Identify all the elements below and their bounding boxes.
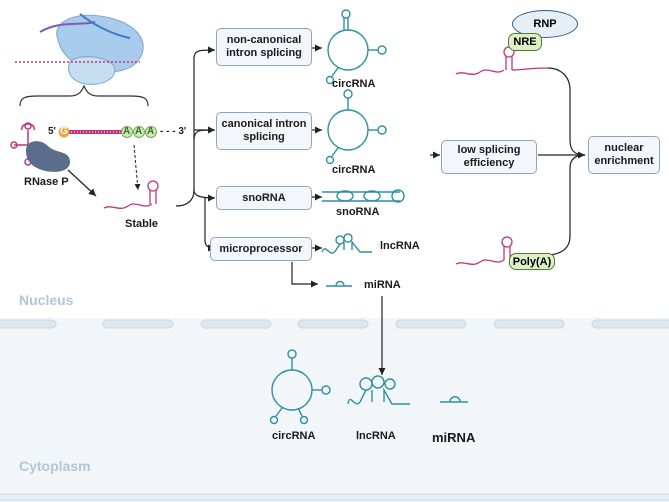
nre-tag: NRE xyxy=(508,33,542,51)
bracket xyxy=(19,84,149,107)
snorna-icon xyxy=(322,189,405,203)
circrna-icon-1 xyxy=(325,9,387,85)
cyto-circrna-icon xyxy=(269,349,331,425)
seq-a-1: A xyxy=(123,126,131,137)
nre-hairpin-icon xyxy=(455,46,549,75)
seq-five-prime: 5' xyxy=(48,126,56,137)
circrna-icon-2 xyxy=(325,89,387,165)
seq-g: G xyxy=(60,126,68,137)
stable-label: Stable xyxy=(125,218,159,230)
cytoplasm-label: Cytoplasm xyxy=(19,458,91,474)
polya-tag: Poly(A) xyxy=(509,253,555,270)
lncrna-label: lncRNA xyxy=(380,240,420,252)
circrna-label-2: circRNA xyxy=(332,164,376,176)
stable-hairpin-icon xyxy=(103,180,159,209)
cyto-circrna-label: circRNA xyxy=(272,430,316,442)
cyto-lncrna-icon xyxy=(347,375,410,405)
noncanonical-splicing-box: non-canonical intron splicing xyxy=(216,28,312,66)
circrna-label-1: circRNA xyxy=(332,78,376,90)
low-splicing-box: low splicing efficiency xyxy=(441,140,537,174)
canonical-splicing-box: canonical intron splicing xyxy=(216,112,312,150)
cytoplasm-region xyxy=(0,318,669,502)
mirna-label: miRNA xyxy=(364,279,401,291)
snorna-label: snoRNA xyxy=(336,206,380,218)
cyto-mirna-label: miRNA xyxy=(432,430,476,445)
rnase-p-icon xyxy=(26,141,70,172)
rnase-p-label: RNase P xyxy=(24,176,69,188)
seq-a-2: A xyxy=(135,126,143,137)
precursor-sequence xyxy=(58,126,157,138)
nucleus-label: Nucleus xyxy=(19,292,74,308)
seq-three-prime: - - - 3' xyxy=(160,126,187,137)
snorna-box: snoRNA xyxy=(216,186,312,210)
nuclear-enrichment-box: nuclear enrichment xyxy=(588,136,660,174)
mirna-icon xyxy=(326,280,352,287)
cyto-lncrna-label: lncRNA xyxy=(356,430,396,442)
polya-hairpin-icon xyxy=(455,236,513,265)
cyto-mirna-icon xyxy=(440,396,468,403)
ribosome-icon xyxy=(15,13,144,85)
microprocessor-box: microprocessor xyxy=(210,237,312,261)
nuclear-envelope xyxy=(0,319,669,501)
lncrna-icon xyxy=(321,233,372,254)
seq-a-3: A xyxy=(147,126,155,137)
